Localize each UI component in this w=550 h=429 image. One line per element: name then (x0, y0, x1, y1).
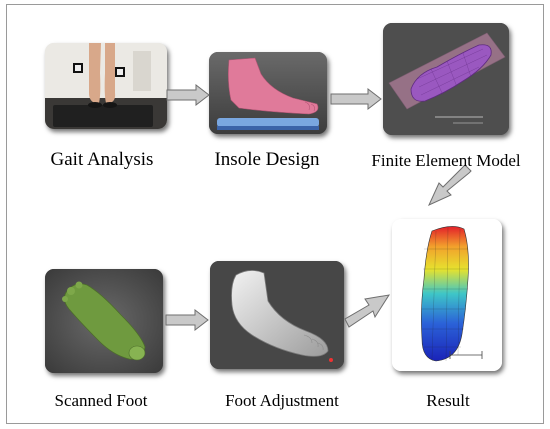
label-finite-element-model: Finite Element Model (371, 151, 521, 170)
gait-analysis-image (45, 43, 167, 129)
foot-adjustment-image (210, 261, 344, 369)
arrow-insole-to-fem (330, 88, 382, 110)
finite-element-model-image (383, 23, 509, 135)
label-scanned-foot: Scanned Foot (54, 391, 148, 410)
arrow-fem-to-result (427, 165, 472, 207)
arrow-scanned-to-adjustment (165, 309, 209, 331)
result-image (392, 219, 502, 371)
label-gait-analysis: Gait Analysis (50, 149, 154, 170)
arrow-adjustment-to-result (344, 294, 391, 328)
scanned-foot-image (45, 269, 163, 373)
insole-design-image (209, 52, 327, 134)
label-result: Result (426, 391, 470, 410)
label-insole-design: Insole Design (214, 149, 320, 170)
figure-frame: Gait Analysis Insole Design Finite Eleme… (6, 4, 544, 424)
arrow-gait-to-insole (166, 84, 210, 106)
label-foot-adjustment: Foot Adjustment (225, 391, 339, 410)
